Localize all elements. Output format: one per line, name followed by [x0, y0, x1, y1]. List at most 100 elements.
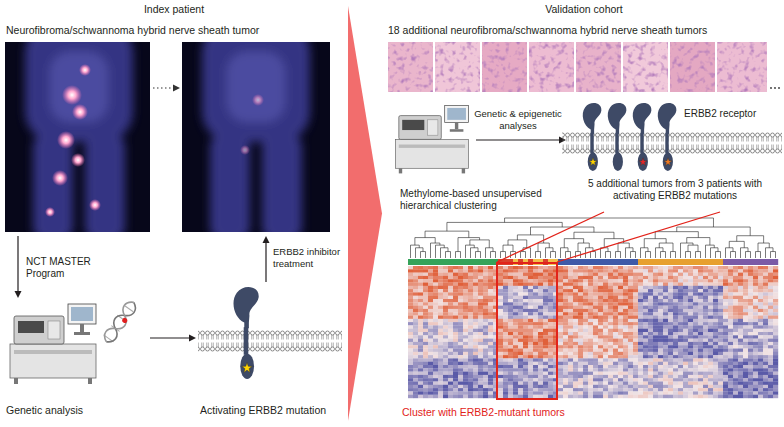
heatmap-cell [503, 349, 508, 353]
heatmap-cell [433, 299, 438, 303]
heatmap-cell [573, 269, 578, 273]
heatmap-cell [583, 273, 588, 277]
heatmap-cell [608, 378, 613, 382]
heatmap-cell [528, 352, 533, 356]
heatmap-cell [598, 352, 603, 356]
heatmap-cell [453, 339, 458, 343]
heatmap-cell [538, 266, 543, 270]
heatmap-cell [448, 362, 453, 366]
heatmap-cell [613, 385, 618, 389]
heatmap-cell [633, 299, 638, 303]
heatmap-cell [518, 355, 523, 359]
heatmap-cell [623, 316, 628, 320]
heatmap-cell [453, 388, 458, 392]
heatmap-cell [463, 312, 468, 316]
heatmap-cell [433, 382, 438, 386]
heatmap-cell [413, 378, 418, 382]
heatmap-cell [478, 276, 483, 280]
heatmap-cell [618, 335, 623, 339]
heatmap-cell [418, 382, 423, 386]
heatmap-cell [483, 342, 488, 346]
heatmap-cell [538, 395, 543, 399]
heatmap-cell [443, 292, 448, 296]
heatmap-cell [618, 283, 623, 287]
heatmap-cell [438, 372, 443, 376]
heatmap-cell [508, 283, 513, 287]
heatmap-cell [423, 312, 428, 316]
heatmap-cell [473, 395, 478, 399]
heatmap-cell [548, 266, 553, 270]
heatmap-cell [573, 352, 578, 356]
heatmap-cell [573, 316, 578, 320]
heatmap-cell [613, 279, 618, 283]
heatmap-cell [533, 329, 538, 333]
heatmap-cell [618, 286, 623, 290]
heatmap-cell [558, 339, 563, 343]
heatmap-cell [503, 269, 508, 273]
heatmap-cell [498, 332, 503, 336]
heatmap-cell [498, 299, 503, 303]
heatmap-cell [433, 312, 438, 316]
heatmap-cell [443, 395, 448, 399]
heatmap-cell [538, 365, 543, 369]
heatmap-cell [558, 368, 563, 372]
heatmap-cell [628, 299, 633, 303]
heatmap-cell [418, 339, 423, 343]
heatmap-cell [523, 335, 528, 339]
heatmap-cell [528, 283, 533, 287]
heatmap-cell [518, 302, 523, 306]
heatmap-cell [528, 395, 533, 399]
heatmap-cell [578, 302, 583, 306]
heatmap-cell [478, 289, 483, 293]
illustration-part [101, 299, 138, 345]
heatmap-cell [443, 289, 448, 293]
heatmap-cell [453, 309, 458, 313]
heatmap-cell [408, 372, 413, 376]
heatmap-cell [453, 273, 458, 277]
heatmap-cell [643, 375, 648, 379]
heatmap-cell [413, 309, 418, 313]
heatmap-cell [573, 385, 578, 389]
heatmap-cell [423, 289, 428, 293]
heatmap-cell [468, 266, 473, 270]
heatmap-cell [633, 339, 638, 343]
heatmap-cell [523, 283, 528, 287]
heatmap-cell [473, 296, 478, 300]
heatmap-cell [453, 395, 458, 399]
heatmap-cell [628, 266, 633, 270]
heatmap-cell [528, 335, 533, 339]
heatmap-cell [533, 319, 538, 323]
heatmap-cell [573, 286, 578, 290]
heatmap-cell [458, 358, 463, 362]
heatmap-cell [443, 345, 448, 349]
heatmap-cell [498, 342, 503, 346]
heatmap-cell [498, 296, 503, 300]
heatmap-cell [523, 349, 528, 353]
heatmap-cell [593, 329, 598, 333]
heatmap-cell [628, 319, 633, 323]
heatmap-cell [598, 388, 603, 392]
heatmap-cell [618, 296, 623, 300]
heatmap-cell [568, 388, 573, 392]
heatmap-cell [623, 372, 628, 376]
heatmap-cell [473, 306, 478, 310]
heatmap-cell [413, 273, 418, 277]
heatmap-cell [463, 375, 468, 379]
heatmap-cell [573, 332, 578, 336]
heatmap-cell [583, 352, 588, 356]
heatmap-cell [408, 345, 413, 349]
heatmap-cell [543, 302, 548, 306]
heatmap-cell [618, 339, 623, 343]
heatmap-cell [513, 276, 518, 280]
heatmap-cell [408, 269, 413, 273]
heatmap-cell [423, 286, 428, 290]
heatmap-cell [523, 306, 528, 310]
heatmap-cell [443, 309, 448, 313]
heatmap-cell [468, 325, 473, 329]
mutation-star [589, 158, 597, 166]
heatmap-cell [548, 269, 553, 273]
heatmap-cell [473, 378, 478, 382]
heatmap-cell [538, 339, 543, 343]
heatmap-cell [638, 302, 643, 306]
heatmap-cell [588, 273, 593, 277]
